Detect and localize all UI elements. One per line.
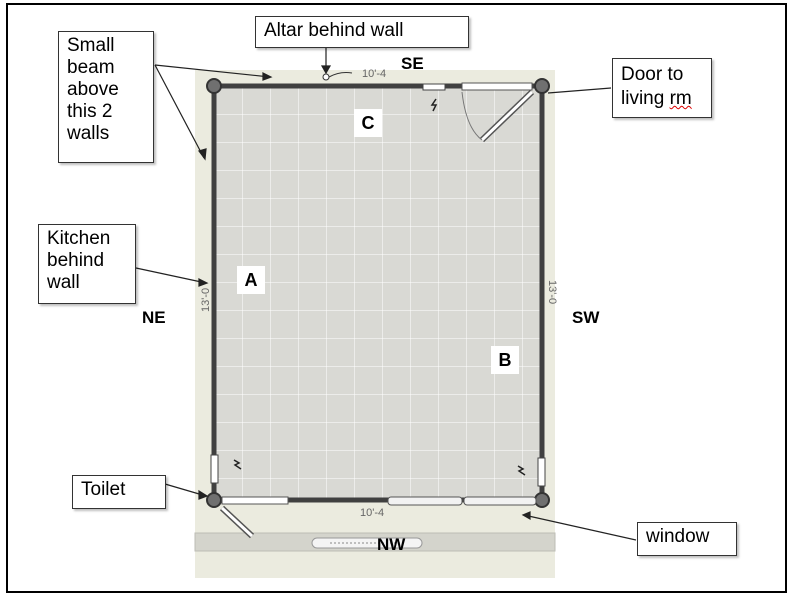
callout-beam-line: beam [67,57,115,78]
altar-marker [322,73,330,81]
callout-kitchen-line: wall [47,272,80,293]
callout-altar: Altar behind wall [255,16,469,48]
outlet-icon [233,459,242,470]
door-opening [461,82,533,91]
leader-kitchen [135,267,207,284]
callout-altar-text: Altar behind wall [264,20,404,41]
outlet-icon [430,98,438,112]
callout-door-text: living [621,88,670,109]
right-small-window [537,457,546,487]
compass-ne: NE [142,308,166,327]
wall-outline [211,83,545,503]
toilet-door-opening [221,496,289,505]
diagram-frame [6,3,787,593]
corner-post [534,78,550,94]
leader-beam-1 [154,64,271,78]
callout-kitchen: Kitchen behind wall [38,224,136,304]
outlet-icon [517,465,526,476]
leader-window [523,514,637,541]
bottom-window-2 [463,496,537,506]
callout-toilet-text: Toilet [81,479,126,500]
leader-door [547,87,612,94]
room-label-c: C [354,109,382,137]
room-label-b: B [491,346,519,374]
callout-beam: Small beam above this 2 walls [58,31,154,163]
dimension-bottom: 10'-4 [360,507,385,519]
compass-nw: NW [377,535,406,554]
callout-kitchen-line: behind [47,250,105,271]
callout-beam-line: above [67,79,119,100]
callout-beam-line: Small [67,35,115,56]
callout-window-text: window [646,526,710,547]
callout-door-line: living rm [621,87,703,111]
door-swing [461,91,483,141]
leader-beam-2 [154,64,205,159]
left-small-window [210,454,219,484]
callout-door-line: Door to [621,64,684,85]
bottom-window-1 [387,496,463,506]
small-window [422,83,446,91]
floor-grid [214,86,542,500]
dimension-top: 10'-4 [362,68,387,80]
dimension-right: 13'-0 [546,280,558,305]
room-label-a: A [237,266,265,294]
callout-door-text: rm [669,88,692,109]
callout-kitchen-line: Kitchen [47,228,111,249]
callout-toilet: Toilet [72,475,166,509]
callout-door: Door to living rm [612,58,712,118]
corner-post [206,78,222,94]
callout-beam-line: walls [67,123,110,144]
dimension-left: 13'-0 [200,287,212,312]
callout-window: window [637,522,737,556]
compass-sw: SW [572,308,600,327]
compass-se: SE [401,54,424,73]
callout-beam-line: this 2 [67,101,113,122]
corner-post [206,492,222,508]
corner-post [534,492,550,508]
